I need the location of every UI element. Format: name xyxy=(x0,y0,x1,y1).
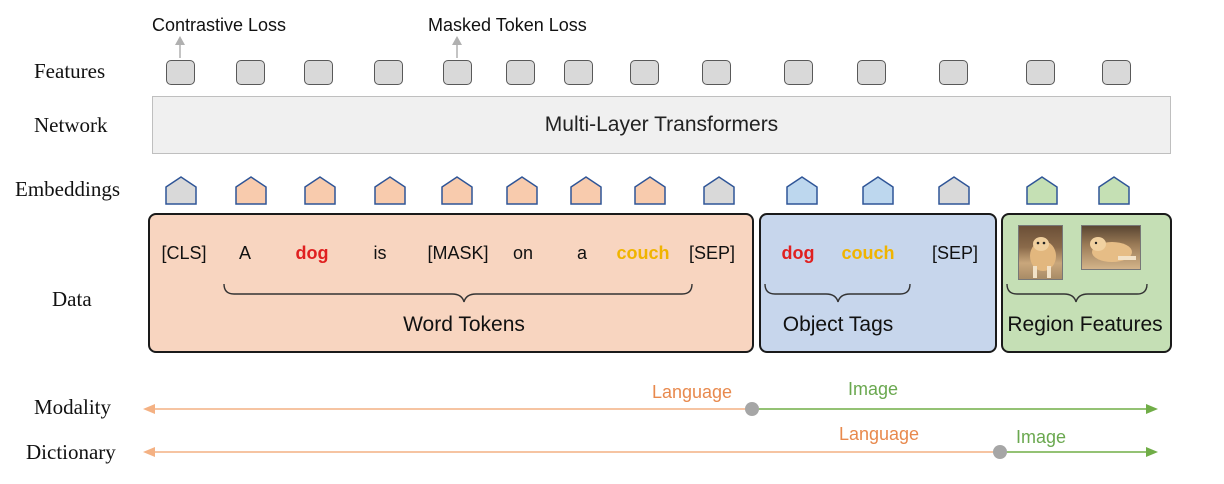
feature-box xyxy=(702,60,731,85)
modality-split-point xyxy=(745,402,759,416)
token-on: on xyxy=(512,243,534,263)
masked-token-loss-label: Masked Token Loss xyxy=(428,15,587,35)
row-label-modality: Modality xyxy=(34,395,111,419)
feature-box xyxy=(506,60,535,85)
token-a: a xyxy=(576,243,588,263)
transformer-network-block: Multi-Layer Transformers xyxy=(152,96,1171,154)
embedding-shape xyxy=(634,176,666,205)
word-tokens-brace xyxy=(223,283,693,303)
feature-box xyxy=(1102,60,1131,85)
row-label-network: Network xyxy=(34,113,108,137)
embedding-shape xyxy=(703,176,735,205)
region-image-dog-1 xyxy=(1018,225,1063,280)
feature-box xyxy=(166,60,195,85)
dictionary-split-point xyxy=(993,445,1007,459)
embedding-shape xyxy=(304,176,336,205)
tag-sep: [SEP] xyxy=(931,243,979,263)
embedding-shape xyxy=(374,176,406,205)
embedding-shape xyxy=(570,176,602,205)
object-tags-label: Object Tags xyxy=(782,313,894,336)
region-features-brace xyxy=(1006,283,1148,303)
modality-language-arrow xyxy=(143,404,752,414)
embedding-shape xyxy=(1026,176,1058,205)
token-cls: [CLS] xyxy=(161,243,207,263)
region-image-dog-2 xyxy=(1081,225,1141,270)
embedding-shape xyxy=(441,176,473,205)
token-dog: dog xyxy=(295,243,329,263)
token-a: A xyxy=(238,243,252,263)
modality-language-label: Language xyxy=(651,382,733,402)
embedding-shape xyxy=(235,176,267,205)
dictionary-image-arrow xyxy=(1000,447,1158,457)
feature-box xyxy=(236,60,265,85)
token-couch: couch xyxy=(616,243,670,263)
embedding-shape xyxy=(862,176,894,205)
token-sep: [SEP] xyxy=(688,243,736,263)
region-features-label: Region Features xyxy=(1007,313,1163,336)
dictionary-language-arrow xyxy=(143,447,1000,457)
feature-box xyxy=(304,60,333,85)
row-label-data: Data xyxy=(52,287,92,311)
token-is: is xyxy=(373,243,387,263)
dictionary-language-label: Language xyxy=(838,424,920,444)
modality-image-label: Image xyxy=(847,379,899,399)
embedding-shape xyxy=(938,176,970,205)
row-label-embeddings: Embeddings xyxy=(15,177,120,201)
feature-box xyxy=(857,60,886,85)
embedding-shape xyxy=(786,176,818,205)
feature-box xyxy=(374,60,403,85)
embedding-shape xyxy=(1098,176,1130,205)
tag-couch: couch xyxy=(841,243,895,263)
feature-box xyxy=(630,60,659,85)
dictionary-image-label: Image xyxy=(1015,427,1067,447)
row-label-features: Features xyxy=(34,59,106,83)
object-tags-box xyxy=(759,213,997,353)
masked-token-loss-arrow xyxy=(452,36,462,58)
token-mask: [MASK] xyxy=(427,243,489,263)
embedding-shape xyxy=(506,176,538,205)
word-tokens-label: Word Tokens xyxy=(403,313,525,336)
tag-dog: dog xyxy=(781,243,815,263)
contrastive-loss-label: Contrastive Loss xyxy=(152,15,287,35)
contrastive-loss-arrow xyxy=(175,36,185,58)
feature-box xyxy=(564,60,593,85)
row-label-dictionary: Dictionary xyxy=(26,440,116,464)
object-tags-brace xyxy=(764,283,911,303)
embedding-shape xyxy=(165,176,197,205)
feature-box xyxy=(1026,60,1055,85)
feature-box xyxy=(784,60,813,85)
modality-image-arrow xyxy=(752,404,1158,414)
word-tokens-box xyxy=(148,213,754,353)
network-label: Multi-Layer Transformers xyxy=(544,113,779,136)
feature-box xyxy=(939,60,968,85)
feature-box xyxy=(443,60,472,85)
